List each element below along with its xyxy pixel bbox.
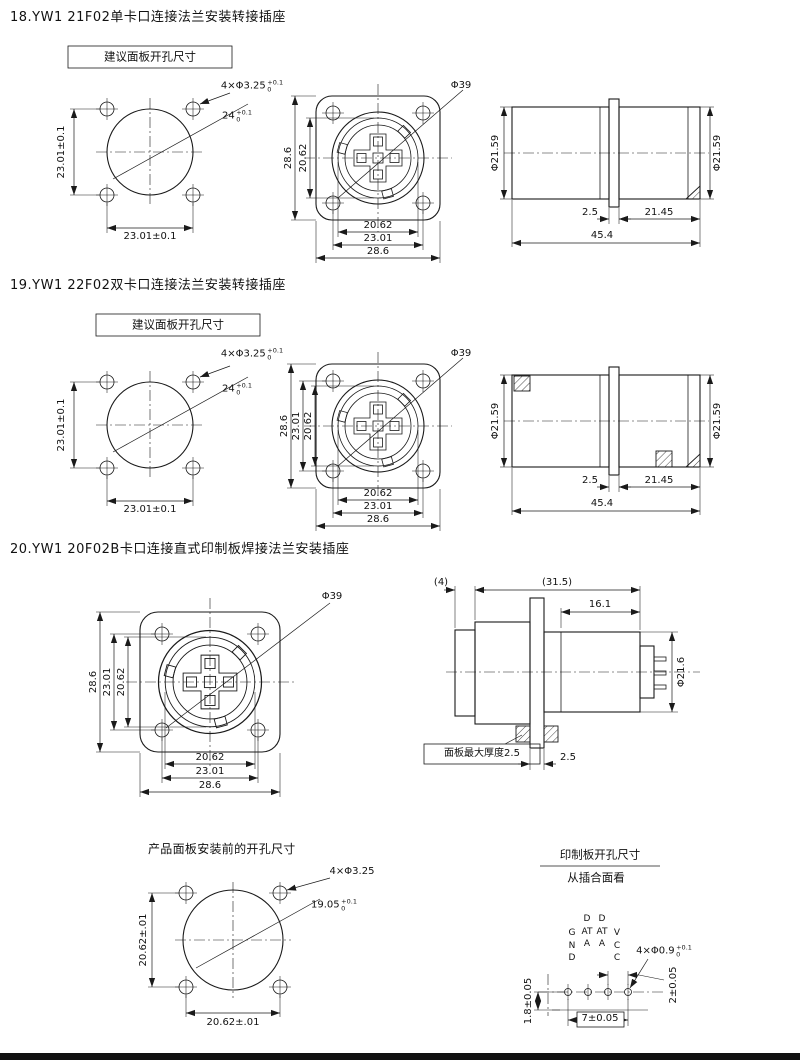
s19-dim-phi39: Φ39 bbox=[450, 348, 472, 359]
s20-dim-front-v2: 23.01 bbox=[102, 667, 113, 697]
s18-dim-cutout-h: 23.01±0.1 bbox=[123, 231, 177, 242]
s20-cutout-label: 产品面板安装前的开孔尺寸 bbox=[148, 842, 296, 856]
s18-dim-phi-left: Φ21.59 bbox=[490, 134, 501, 172]
s18-dim-phi-right: Φ21.59 bbox=[712, 134, 723, 172]
s18-dim-front-v1: 28.6 bbox=[283, 146, 294, 170]
s19-dim-len1: 21.45 bbox=[644, 475, 674, 486]
s20-pin-gnd: GND bbox=[568, 928, 576, 964]
s20-dim-front-v3: 20.62 bbox=[116, 667, 127, 697]
s20-pin-data1: DATA bbox=[581, 914, 593, 950]
s20-dim-pitch: 2±0.05 bbox=[668, 966, 679, 1004]
s20-dim-cut-h: 20.62±.01 bbox=[206, 1017, 260, 1028]
s20-dim-flange-t: 2.5 bbox=[560, 752, 576, 763]
s19-dim-phi-left: Φ21.59 bbox=[490, 402, 501, 440]
s19-title: 19.YW1 22F02双卡口连接法兰安装转接插座 bbox=[10, 278, 286, 293]
s19-dim-cutout-h: 23.01±0.1 bbox=[123, 504, 177, 515]
s19-dim-front-h3: 28.6 bbox=[366, 514, 390, 525]
s20-pin-data2: DATA bbox=[596, 914, 608, 950]
s19-dim-front-v3: 20.62 bbox=[303, 411, 314, 441]
s20-title: 20.YW1 20F02B卡口连接直式印制板焊接法兰安装插座 bbox=[10, 542, 350, 557]
s20-pcb-title: 印制板开孔尺寸 bbox=[559, 847, 641, 862]
s19-dim-phi-right: Φ21.59 bbox=[712, 402, 723, 440]
s18-dim-phi39: Φ39 bbox=[450, 80, 472, 91]
s18-views bbox=[67, 45, 714, 263]
s20-dim-front-v1: 28.6 bbox=[88, 670, 99, 694]
s18-title: 18.YW1 21F02单卡口连接法兰安装转接插座 bbox=[10, 10, 286, 25]
s19-dim-cutout-v: 23.01±0.1 bbox=[56, 398, 67, 452]
s20-dim-4: (4) bbox=[433, 577, 449, 588]
s20-dim-row-span: 7±0.05 bbox=[581, 1013, 619, 1024]
s18-dim-front-h3: 28.6 bbox=[366, 246, 390, 257]
s20-dim-phi-body: Φ21.6 bbox=[676, 656, 687, 688]
s20-dim-cut-v: 20.62±.01 bbox=[138, 913, 149, 967]
s18-dim-front-h1: 20.62 bbox=[363, 220, 393, 231]
s19-dim-len2: 45.4 bbox=[590, 498, 614, 509]
s19-panel-box-label: 建议面板开孔尺寸 bbox=[132, 317, 224, 332]
page-edge bbox=[0, 1053, 800, 1060]
s19-views bbox=[70, 313, 714, 531]
s20-dim-front-h1: 20.62 bbox=[195, 752, 225, 763]
s19-dim-flange-t: 2.5 bbox=[582, 475, 598, 486]
s20-dim-front-h2: 23.01 bbox=[195, 766, 225, 777]
s18-dim-cutout-v: 23.01±0.1 bbox=[56, 125, 67, 179]
s20-pcb-subtitle: 从插合面看 bbox=[567, 870, 625, 885]
s20-dim-16-1: 16.1 bbox=[588, 599, 612, 610]
s20-dim-phi39: Φ39 bbox=[321, 591, 343, 602]
s20-dim-front-h3: 28.6 bbox=[198, 780, 222, 791]
s19-dim-front-h2: 23.01 bbox=[363, 501, 393, 512]
s20-views bbox=[96, 586, 700, 1028]
s20-dim-31-5: (31.5) bbox=[541, 577, 573, 588]
s19-dim-front-h1: 20.62 bbox=[363, 488, 393, 499]
s18-dim-len2: 45.4 bbox=[590, 230, 614, 241]
s18-dim-front-h2: 23.01 bbox=[363, 233, 393, 244]
s18-dim-flange-t: 2.5 bbox=[582, 207, 598, 218]
s19-dim-front-v1: 28.6 bbox=[279, 414, 290, 438]
s20-panel-note: 面板最大厚度2.5 bbox=[444, 748, 520, 759]
s18-panel-box-label: 建议面板开孔尺寸 bbox=[104, 49, 196, 64]
s20-dim-offset: 1.8±0.05 bbox=[523, 977, 534, 1025]
s18-dim-len1: 21.45 bbox=[644, 207, 674, 218]
s18-dim-front-v2: 20.62 bbox=[298, 143, 309, 173]
s20-pin-vcc: VCC bbox=[613, 928, 621, 964]
s19-dim-front-v2: 23.01 bbox=[291, 411, 302, 441]
s20-dim-cut-holes: 4×Φ3.25 bbox=[329, 866, 375, 877]
